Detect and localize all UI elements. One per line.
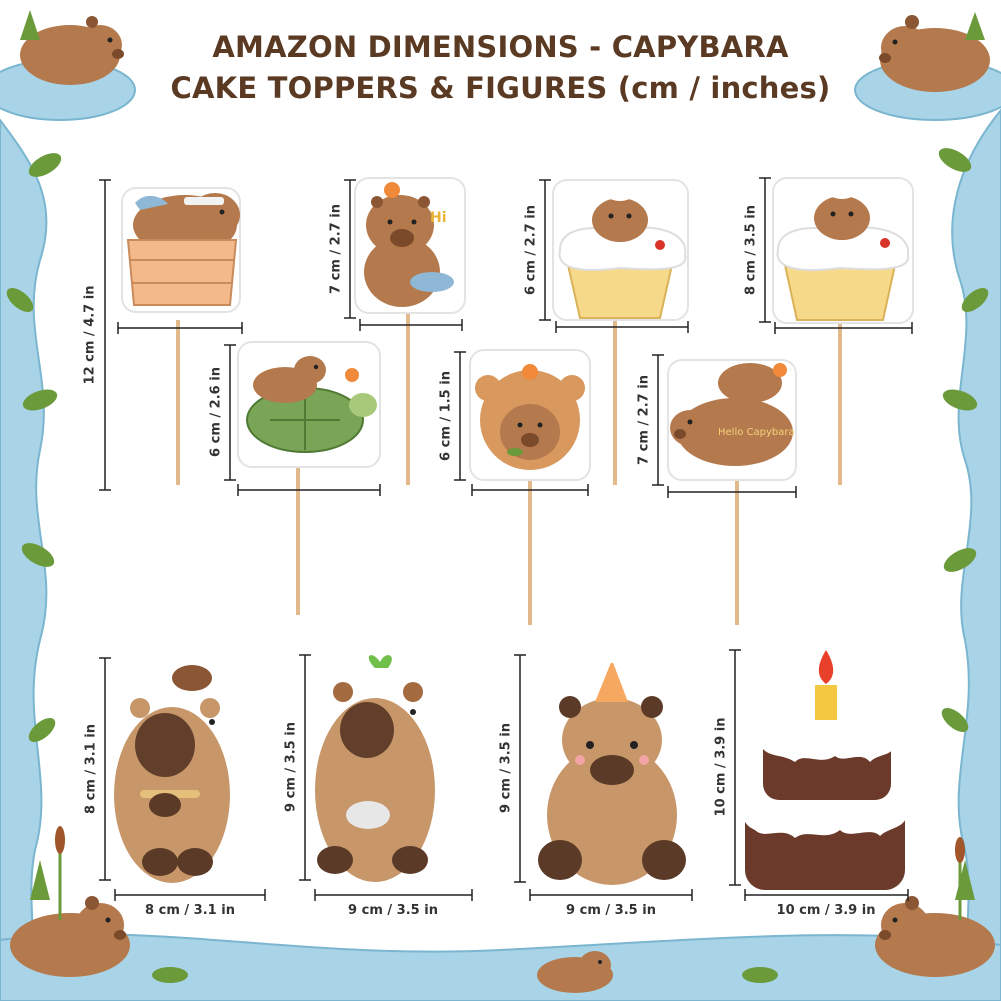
party-hat-icon	[595, 660, 628, 702]
orange-icon	[773, 363, 787, 377]
orange-icon	[522, 364, 538, 380]
dim-label-topper-tub: 12 cm / 4.7 in	[82, 285, 98, 385]
topper-cake-large	[772, 177, 914, 485]
figure-birthday-cake	[742, 650, 908, 890]
hi-text: Hi	[430, 210, 447, 226]
orange-icon	[384, 182, 400, 198]
dim-label-figure-4-width: 10 cm / 3.9 in	[776, 903, 876, 918]
figure-capybara-fish	[315, 655, 435, 882]
capybara-bottom-center	[537, 951, 613, 993]
cattail-left	[55, 826, 65, 920]
hello-capybara-text: Hello Capybara	[718, 427, 795, 438]
dim-label-topper-cake-small: 6 cm / 2.7 in	[523, 205, 539, 295]
dim-label-topper-turtle: 6 cm / 2.6 in	[208, 367, 224, 457]
dim-label-figure-4-height: 10 cm / 3.9 in	[713, 717, 729, 817]
dim-label-figure-3-height: 9 cm / 3.5 in	[498, 723, 514, 813]
dim-label-figure-2-height: 9 cm / 3.5 in	[283, 722, 299, 812]
topper-hello-capybara: Hello Capybara	[667, 359, 797, 625]
topper-cake-small	[552, 179, 689, 485]
candle-flame-icon	[818, 650, 834, 684]
dim-label-figure-3-width: 9 cm / 3.5 in	[566, 903, 656, 918]
cattail-right	[955, 837, 965, 920]
topper-tub-capybara	[121, 187, 241, 485]
candle	[815, 685, 837, 720]
dim-label-figure-1-width: 8 cm / 3.1 in	[145, 903, 235, 918]
fish-icon	[410, 272, 454, 292]
sprout-icon	[368, 655, 392, 668]
capybara-corner-bottom-right	[875, 896, 995, 977]
figure-capybara-party-hat	[538, 653, 686, 885]
leaf-icon	[507, 448, 523, 456]
dim-label-figure-2-width: 9 cm / 3.5 in	[348, 903, 438, 918]
dim-label-topper-hello: 7 cm / 2.7 in	[636, 375, 652, 465]
dim-label-topper-hi: 7 cm / 2.7 in	[328, 204, 344, 294]
orange-icon	[345, 368, 359, 382]
figure-capybara-spoon	[114, 665, 230, 883]
topper-turtle-capybara	[237, 341, 381, 615]
capybara-corner-top-left	[20, 16, 124, 85]
dim-label-topper-bear: 6 cm / 1.5 in	[438, 371, 454, 461]
dim-label-topper-cake-large: 8 cm / 3.5 in	[743, 205, 759, 295]
title-line-2: CAKE TOPPERS & FIGURES (cm / inches)	[170, 71, 831, 105]
cherry-icon	[880, 238, 890, 248]
dim-label-figure-1-height: 8 cm / 3.1 in	[83, 724, 99, 814]
bird-icon	[135, 195, 168, 210]
cherry-icon	[655, 240, 665, 250]
topper-bear-capybara	[469, 349, 591, 625]
capybara-corner-top-right	[879, 15, 990, 92]
border-leaves	[6, 10, 989, 983]
fish-icon	[346, 801, 390, 829]
title-line-1: AMAZON DIMENSIONS - CAPYBARA	[212, 30, 789, 64]
topper-hi-capybara: Hi	[354, 177, 466, 485]
capybara-corner-bottom-left	[10, 896, 130, 977]
